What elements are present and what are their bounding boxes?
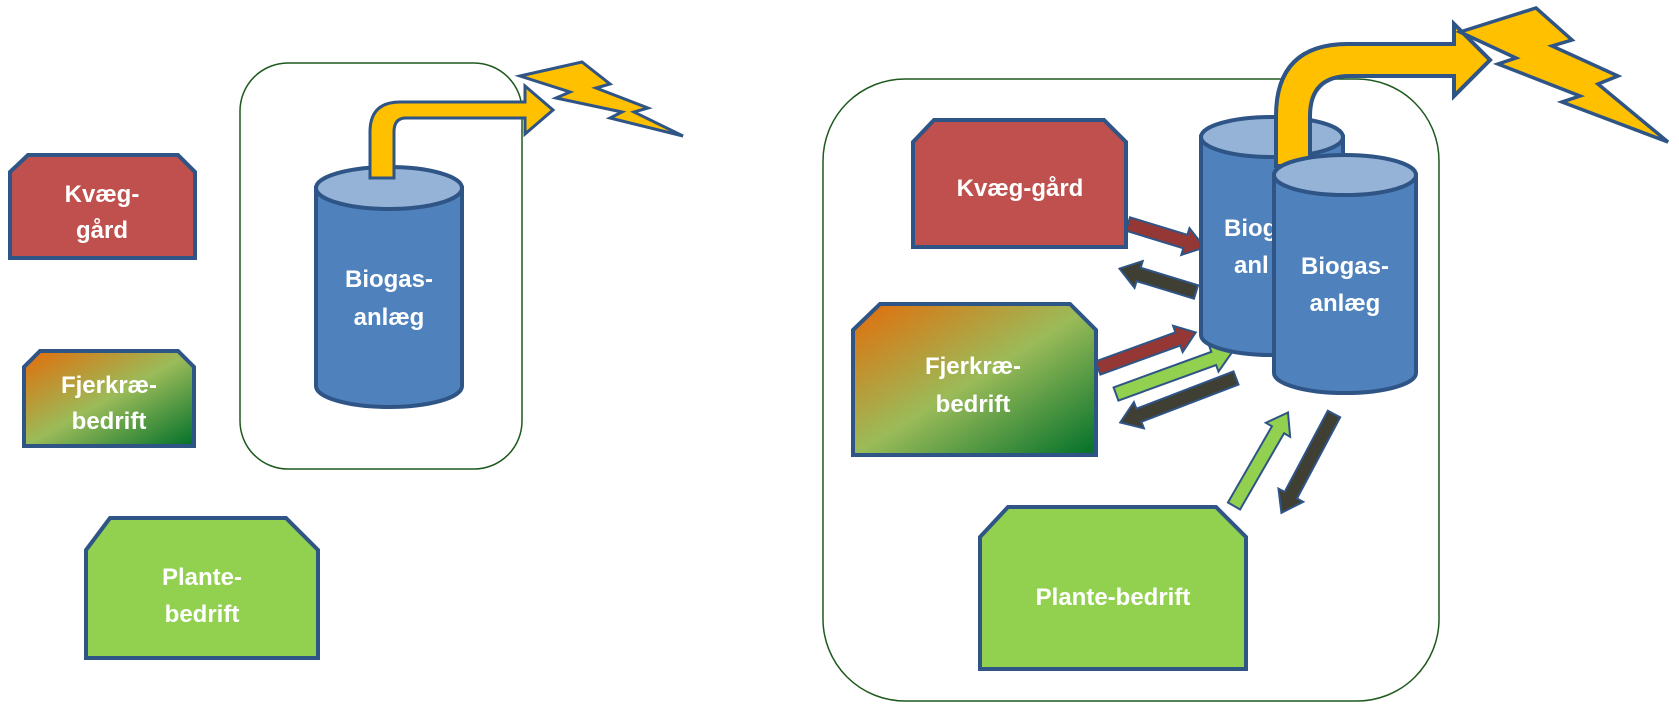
- left-biogas-tank-body: [314, 186, 464, 409]
- flow-arrow-cattle-to-biogas: [1124, 216, 1207, 257]
- right-biogas-tank-front-body: [1272, 173, 1418, 395]
- right-poultry-label-2: bedrift: [936, 391, 1011, 418]
- right-biogas-tank-front-top: [1272, 153, 1418, 197]
- right-cattle-label-1: Kvæg-gård: [957, 175, 1084, 202]
- left-poultry-farm: Fjerkræ- bedrift: [22, 349, 196, 448]
- left-poultry-label-1: Fjerkræ-: [61, 372, 157, 399]
- right-biogas-back-label-1: Biog: [1224, 215, 1277, 242]
- left-biogas-tank: Biogas- anlæg: [314, 165, 464, 409]
- left-plant-farm: Plante- bedrift: [84, 516, 320, 660]
- left-cattle-label-2: gård: [76, 217, 128, 244]
- right-poultry-farm-shape: [851, 302, 1098, 457]
- left-plant-label-2: bedrift: [165, 601, 240, 628]
- left-lightning-bolt-icon: [514, 60, 684, 138]
- right-cattle-farm-shape: [911, 118, 1128, 249]
- flow-arrow-biogas-to-poultry-dark: [1118, 370, 1240, 430]
- left-cattle-label-1: Kvæg-: [65, 181, 140, 208]
- right-poultry-farm: Fjerkræ- bedrift: [851, 302, 1098, 457]
- right-lightning-bolt-icon: [1455, 6, 1670, 144]
- flow-arrow-poultry-to-biogas: [1094, 324, 1198, 376]
- right-biogas-back-label-2: anl: [1234, 252, 1269, 279]
- left-cattle-farm: Kvæg- gård: [8, 153, 197, 260]
- right-biogas-front-label-1: Biogas-: [1301, 253, 1389, 280]
- right-poultry-label-1: Fjerkræ-: [925, 353, 1021, 380]
- left-poultry-farm-shape: [22, 349, 196, 448]
- left-poultry-label-2: bedrift: [72, 408, 147, 435]
- right-biogas-front-label-2: anlæg: [1310, 290, 1381, 317]
- right-cattle-farm: Kvæg-gård: [911, 118, 1128, 249]
- flow-arrow-biogas-to-cattle: [1117, 259, 1200, 300]
- left-biogas-label-2: anlæg: [354, 304, 425, 331]
- right-biogas-tank-back-top: [1199, 115, 1345, 159]
- right-biogas-tank-front: Biogas- anlæg: [1272, 153, 1418, 395]
- left-cattle-farm-shape: [8, 153, 197, 260]
- left-output-arrow-icon: [368, 82, 556, 180]
- right-plant-label-1: Plante-bedrift: [1036, 584, 1191, 611]
- right-output-arrow-icon: [1274, 19, 1493, 168]
- flow-arrow-biogas-to-plant: [1277, 409, 1342, 515]
- left-plant-label-1: Plante-: [162, 564, 242, 591]
- right-plant-farm: Plante-bedrift: [978, 505, 1248, 671]
- flow-arrow-plant-to-biogas: [1226, 410, 1292, 511]
- right-plant-farm-shape: [978, 505, 1248, 671]
- left-plant-farm-shape: [84, 516, 320, 660]
- left-biogas-label-1: Biogas-: [345, 266, 433, 293]
- flow-arrow-biogas-to-poultry-green: [1112, 343, 1235, 402]
